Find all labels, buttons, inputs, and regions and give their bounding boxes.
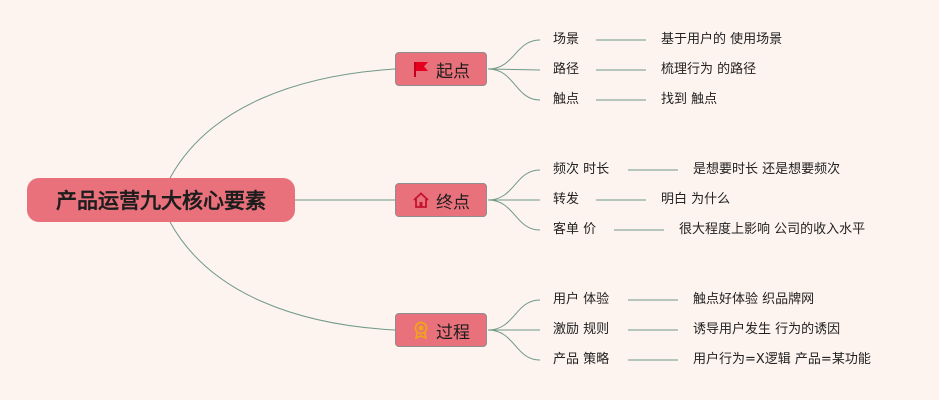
branch-node-end[interactable]: 终点 (395, 183, 487, 217)
detail-label: 触点好体验 织品牌网 (693, 292, 815, 307)
branch-label: 终点 (436, 192, 470, 213)
topic-label: 触点 (553, 92, 580, 107)
branch-node-process[interactable]: 过程 (395, 313, 487, 347)
flag-icon (412, 60, 430, 78)
detail-label: 基于用户的 使用场景 (661, 32, 783, 47)
detail-label: 明白 为什么 (661, 192, 731, 207)
detail-label: 梳理行为 的路径 (661, 62, 757, 77)
topic-label: 转发 (553, 192, 580, 207)
root-node[interactable]: 产品运营九大核心要素 (27, 178, 295, 222)
branch-label: 起点 (436, 61, 470, 82)
detail-label: 很大程度上影响 公司的收入水平 (679, 222, 866, 237)
detail-label: 找到 触点 (661, 92, 718, 107)
topic-label: 激励 规则 (553, 322, 610, 337)
topic-label: 频次 时长 (553, 162, 610, 177)
detail-label: 诱导用户发生 行为的诱因 (693, 322, 841, 337)
topic-label: 产品 策略 (553, 352, 610, 367)
root-label: 产品运营九大核心要素 (56, 189, 266, 213)
topic-label: 用户 体验 (553, 292, 610, 307)
branch-label: 过程 (436, 322, 470, 343)
home-icon (412, 191, 430, 209)
topic-label: 场景 (553, 32, 580, 47)
topic-label: 路径 (553, 62, 580, 77)
badge-icon (412, 321, 430, 340)
branch-node-start[interactable]: 起点 (395, 52, 487, 86)
detail-label: 用户行为=X逻辑 产品=某功能 (693, 352, 871, 367)
detail-label: 是想要时长 还是想要频次 (693, 162, 841, 177)
topic-label: 客单 价 (553, 222, 597, 237)
